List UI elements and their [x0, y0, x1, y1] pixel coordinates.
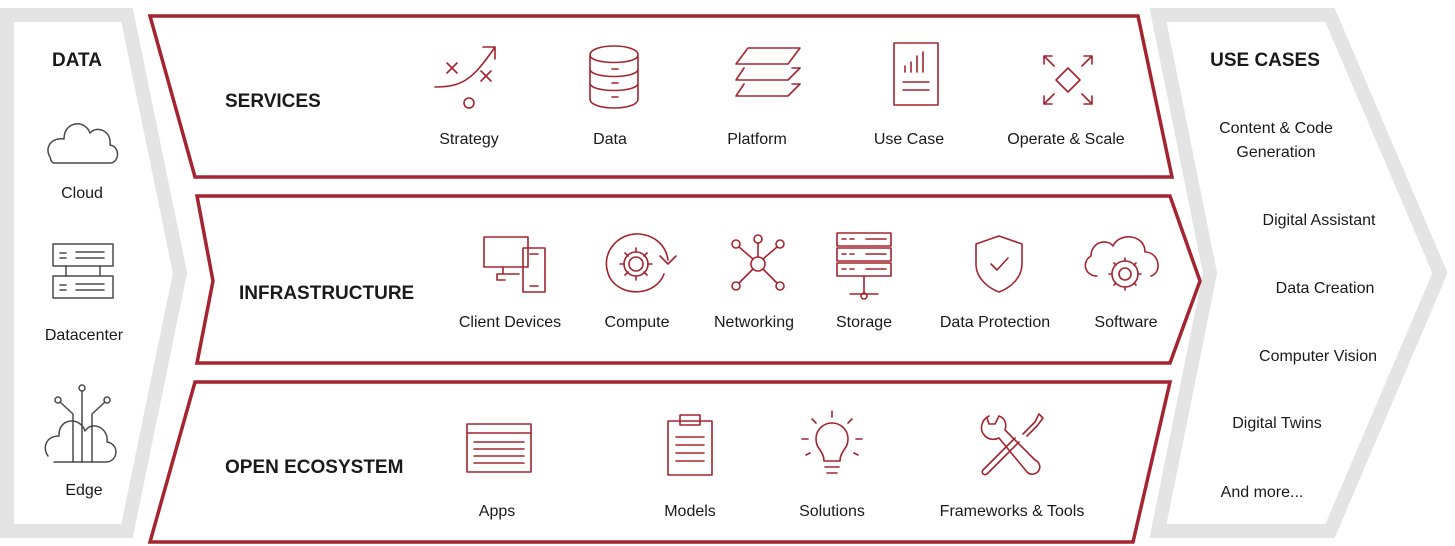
server-rack-icon: [52, 243, 114, 299]
expand-arrows-icon: [1040, 52, 1096, 108]
cloud-gear-icon: [1081, 232, 1161, 296]
data-service-label: Data: [593, 131, 627, 148]
frameworks-tools-label: Frameworks & Tools: [939, 503, 1085, 520]
strategy-label: Strategy: [439, 131, 499, 148]
use-case-computer-vision: Computer Vision: [1259, 348, 1377, 365]
infrastructure-banner: [194, 194, 1202, 365]
devices-icon: [483, 236, 549, 294]
document-chart-icon: [893, 42, 939, 106]
clipboard-icon: [666, 413, 714, 477]
storage-icon: [836, 232, 892, 300]
database-icon: [588, 45, 640, 109]
strategy-icon: [433, 43, 499, 109]
solutions-label: Solutions: [799, 503, 865, 520]
data-protection-label: Data Protection: [939, 314, 1051, 331]
software-label: Software: [1094, 314, 1158, 331]
use-case-digital-assistant: Digital Assistant: [1262, 212, 1376, 229]
client-devices-label: Client Devices: [458, 314, 562, 331]
data-title: DATA: [52, 50, 102, 71]
tools-icon: [977, 412, 1045, 480]
use-cases-title: USE CASES: [1210, 50, 1320, 71]
apps-label: Apps: [478, 503, 516, 520]
shield-check-icon: [974, 234, 1024, 294]
gear-cycle-icon: [602, 232, 678, 298]
cloud-icon: [42, 117, 122, 167]
edge-label: Edge: [65, 482, 103, 499]
use-case-label: Use Case: [873, 131, 945, 148]
cloud-label: Cloud: [61, 185, 103, 202]
network-icon: [728, 234, 788, 294]
use-case-digital-twins: Digital Twins: [1232, 415, 1322, 432]
lightbulb-icon: [800, 410, 864, 481]
open-ecosystem-title: OPEN ECOSYSTEM: [225, 457, 404, 478]
storage-label: Storage: [835, 314, 893, 331]
services-title: SERVICES: [225, 91, 321, 112]
models-label: Models: [664, 503, 716, 520]
open-ecosystem-banner: [147, 380, 1173, 544]
edge-cloud-icon: [40, 384, 122, 466]
infrastructure-title: INFRASTRUCTURE: [239, 283, 415, 304]
datacenter-label: Datacenter: [44, 327, 124, 344]
data-chevron: [0, 7, 188, 538]
use-cases-chevron: [1149, 8, 1448, 538]
layers-icon: [734, 46, 802, 108]
use-case-and-more: And more...: [1220, 484, 1304, 501]
app-window-icon: [466, 423, 532, 473]
networking-label: Networking: [713, 314, 795, 331]
services-banner: [147, 14, 1175, 179]
use-case-content-code-line1: Content & Code: [1219, 120, 1333, 137]
use-case-data-creation: Data Creation: [1275, 280, 1375, 297]
compute-label: Compute: [604, 314, 670, 331]
use-case-content-code-line2: Generation: [1236, 144, 1316, 161]
operate-scale-label: Operate & Scale: [1007, 131, 1125, 148]
platform-label: Platform: [727, 131, 787, 148]
